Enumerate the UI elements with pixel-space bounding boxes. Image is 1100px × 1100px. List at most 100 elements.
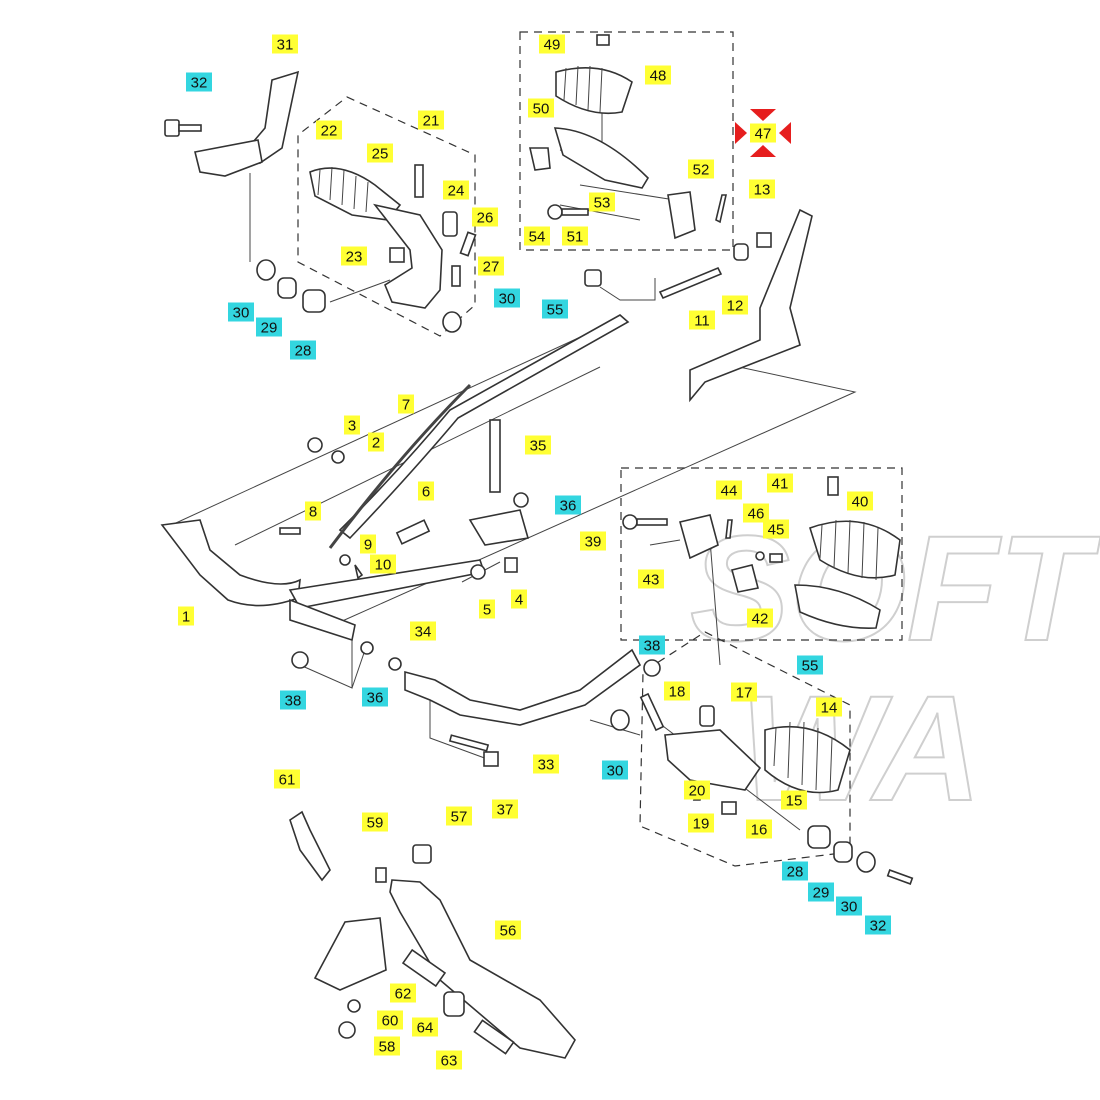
- part-25-pin: [414, 164, 424, 198]
- callout-box: [716, 480, 742, 500]
- callout-number: 55: [802, 658, 819, 675]
- callout-number: 9: [364, 537, 372, 554]
- callout-14: 14: [816, 697, 842, 717]
- callout-33: 33: [533, 754, 559, 774]
- callout-box: [362, 812, 388, 832]
- part-brake-rod: [338, 314, 630, 540]
- callout-number: 24: [448, 183, 465, 200]
- callout-box: [390, 983, 416, 1003]
- callout-39: 39: [580, 531, 606, 551]
- callout-number: 31: [277, 37, 294, 54]
- callout-number: 30: [841, 899, 858, 916]
- callout-55: 55: [542, 299, 568, 319]
- part-29-collar-bottom: [833, 841, 853, 863]
- callout-59: 59: [362, 812, 388, 832]
- callout-25: 25: [367, 143, 393, 163]
- callout-number: 15: [786, 793, 803, 810]
- callout-27: 27: [478, 256, 504, 276]
- part-30-washer-top-left: [256, 259, 276, 281]
- callout-box: [555, 495, 581, 515]
- callout-box: [580, 531, 606, 551]
- part-43-pin-shank: [636, 518, 668, 526]
- part-41-bolt: [827, 476, 839, 496]
- callout-box: [746, 819, 772, 839]
- part-37-bolt-shank: [448, 734, 490, 752]
- part-39-bracket: [679, 514, 719, 560]
- callout-number: 14: [821, 700, 838, 717]
- callout-labels: 3132212225242623273029283049485047525354…: [178, 34, 891, 1070]
- part-52-pin: [715, 194, 727, 224]
- callout-10: 10: [370, 554, 396, 574]
- part-3-nut: [307, 437, 323, 453]
- callout-number: 29: [813, 885, 830, 902]
- callout-number: 56: [500, 923, 517, 940]
- callout-30: 30: [602, 760, 628, 780]
- part-30-washer-mid: [610, 709, 630, 731]
- callout-box: [847, 491, 873, 511]
- callout-number: 1: [182, 609, 190, 626]
- part-46-ball: [755, 551, 765, 561]
- callout-55: 55: [797, 655, 823, 675]
- part-38-nut-left: [291, 651, 309, 669]
- part-sidestand-bracket: [313, 917, 387, 991]
- callout-60: 60: [377, 1010, 403, 1030]
- callout-box: [344, 415, 360, 435]
- callout-57: 57: [446, 806, 472, 826]
- callout-32: 32: [865, 915, 891, 935]
- callout-number: 38: [285, 693, 302, 710]
- callout-42: 42: [747, 608, 773, 628]
- callout-box: [747, 608, 773, 628]
- callout-number: 11: [694, 313, 710, 330]
- callout-box: [664, 681, 690, 701]
- part-49-bolt: [596, 34, 610, 46]
- callout-30: 30: [228, 302, 254, 322]
- callout-number: 13: [754, 182, 771, 199]
- callout-box: [256, 317, 282, 337]
- callout-54: 54: [524, 226, 550, 246]
- callout-box: [368, 432, 384, 452]
- callout-36: 36: [362, 687, 388, 707]
- callout-box: [410, 621, 436, 641]
- callout-24: 24: [443, 180, 469, 200]
- callout-box: [370, 554, 396, 574]
- parts: [160, 34, 914, 1059]
- part-6-spring: [395, 519, 431, 545]
- callout-number: 16: [751, 822, 768, 839]
- callout-box: [767, 473, 793, 493]
- part-26-clip: [459, 231, 477, 257]
- callout-45: 45: [763, 519, 789, 539]
- part-18-pin: [639, 692, 665, 732]
- callout-21: 21: [418, 110, 444, 130]
- callout-number: 22: [321, 123, 338, 140]
- callout-58: 58: [374, 1036, 400, 1056]
- callout-box: [688, 159, 714, 179]
- callout-box: [274, 769, 300, 789]
- callout-number: 45: [768, 522, 785, 539]
- callout-9: 9: [360, 534, 376, 554]
- callout-number: 47: [755, 126, 772, 143]
- callout-box: [602, 760, 628, 780]
- callout-16: 16: [746, 819, 772, 839]
- callout-box: [472, 207, 498, 227]
- callout-number: 43: [643, 572, 660, 589]
- callout-box: [412, 1017, 438, 1037]
- callout-number: 3: [348, 418, 356, 435]
- part-2-washer: [331, 450, 345, 464]
- callout-box: [865, 915, 891, 935]
- callout-48: 48: [645, 65, 671, 85]
- callout-number: 63: [441, 1053, 458, 1070]
- callout-box: [280, 690, 306, 710]
- callout-number: 55: [547, 302, 564, 319]
- part-31-base: [194, 139, 263, 177]
- part-64-collar: [443, 991, 465, 1017]
- callout-number: 37: [497, 802, 514, 819]
- part-13-nut: [756, 232, 772, 248]
- callout-11: 11: [689, 310, 715, 330]
- part-17-spring: [699, 705, 715, 727]
- part-51-pin-head: [547, 204, 563, 220]
- callout-number: 12: [727, 298, 744, 315]
- callout-number: 30: [233, 305, 250, 322]
- callout-number: 64: [417, 1020, 434, 1037]
- callout-26: 26: [472, 207, 498, 227]
